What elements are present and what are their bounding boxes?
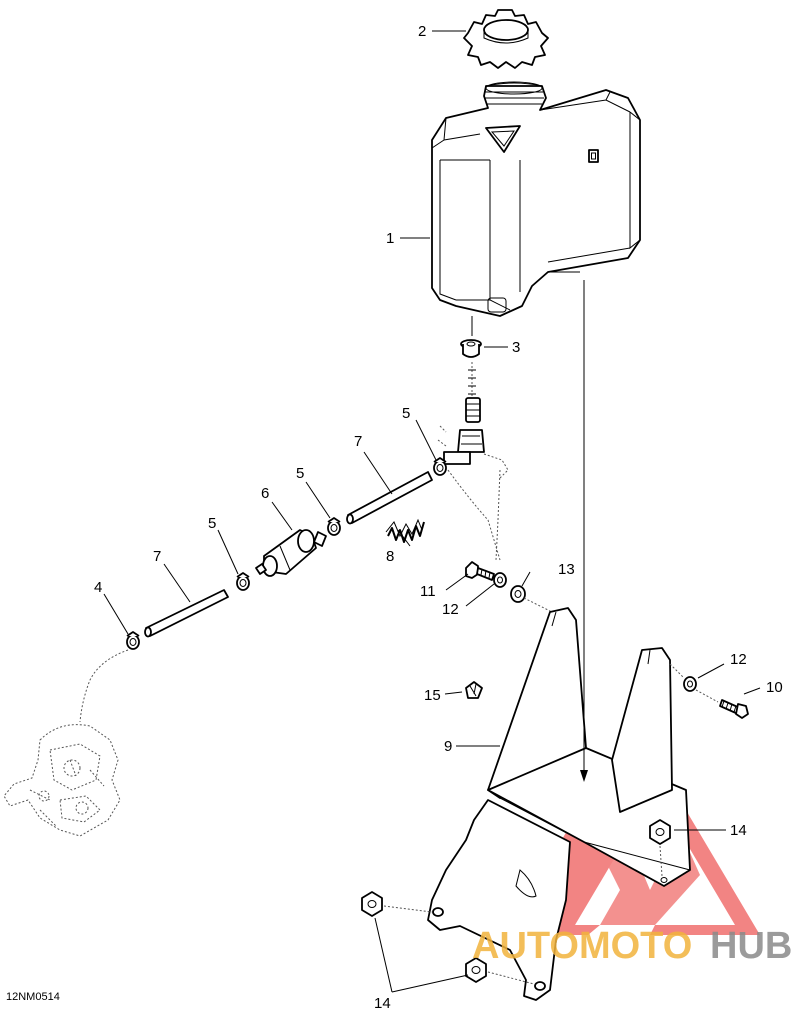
watermark-text-hub: HUB — [710, 925, 792, 967]
callout-14: 14 — [374, 995, 391, 1011]
mounting-bracket-part — [427, 607, 691, 1001]
hose-clamp-part — [433, 457, 447, 476]
callout-12: 12 — [730, 651, 747, 668]
callout-5: 5 — [208, 515, 216, 532]
callout-8: 8 — [386, 548, 394, 565]
grommet-part — [460, 316, 482, 358]
callout-6: 6 — [261, 485, 269, 502]
callout-7: 7 — [153, 548, 161, 565]
hose-clamp-part — [126, 631, 140, 650]
washer-part — [493, 572, 507, 588]
callout-4: 4 — [94, 579, 102, 596]
diagram-reference-code: 12NM0514 — [6, 991, 60, 1003]
washer-part — [683, 676, 697, 692]
fuel-filter-part — [255, 529, 327, 577]
washer-part — [510, 585, 526, 603]
callout-15: 15 — [424, 687, 441, 704]
callout-2: 2 — [418, 23, 426, 40]
callout-13: 13 — [558, 561, 575, 578]
screw-part — [719, 699, 749, 719]
engine-reference-outline — [3, 649, 129, 837]
watermark-text: AUTOMOTO HUB — [472, 925, 792, 967]
leader-lines — [103, 30, 761, 993]
fuel-line-hose-part — [144, 589, 229, 638]
callout-14: 14 — [730, 822, 747, 839]
hose-clamp-part — [236, 572, 250, 591]
watermark-text-automoto: AUTOMOTO — [472, 925, 692, 967]
callout-3: 3 — [512, 339, 520, 356]
spring-part — [385, 518, 425, 543]
fuel-pickup-fitting — [437, 362, 509, 561]
callout-5: 5 — [296, 465, 304, 482]
callout-5: 5 — [402, 405, 410, 422]
nut-part — [649, 819, 671, 845]
fuel-tank-part — [431, 81, 641, 317]
hose-clamp-part — [327, 517, 341, 536]
callout-labels: 2 1 3 5 7 5 6 5 7 8 4 11 13 12 12 10 15 … — [94, 23, 783, 1011]
clip-part — [465, 681, 483, 699]
assembly-guide-arrow — [580, 280, 588, 782]
callout-10: 10 — [766, 679, 783, 696]
fuel-cap-part — [463, 9, 549, 69]
screw-part — [465, 561, 495, 581]
callout-1: 1 — [386, 230, 394, 247]
fuel-line-hose-part — [346, 471, 433, 525]
nut-part — [465, 957, 487, 983]
callout-9: 9 — [444, 738, 452, 755]
callout-7: 7 — [354, 433, 362, 450]
callout-12: 12 — [442, 601, 459, 618]
callout-11: 11 — [420, 583, 436, 600]
nut-part — [361, 891, 383, 917]
